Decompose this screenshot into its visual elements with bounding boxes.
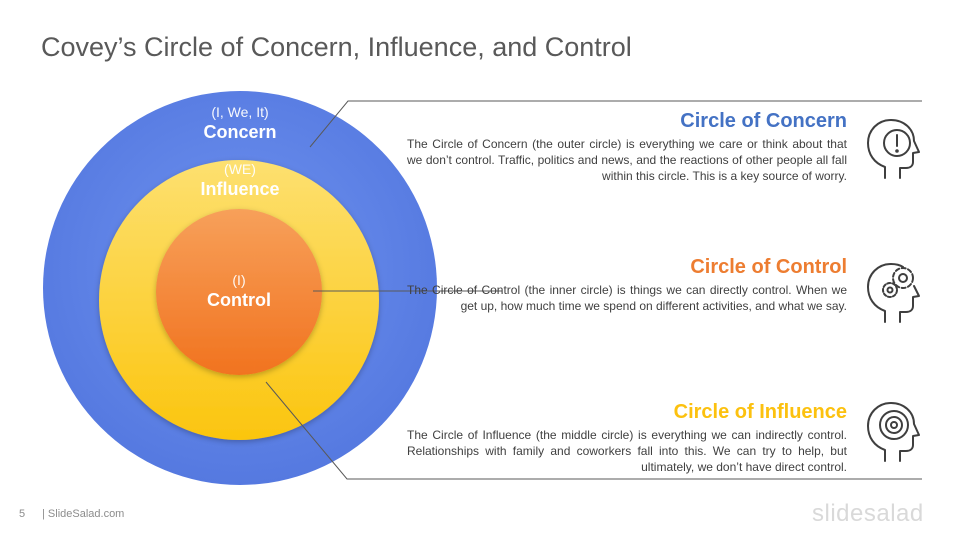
control-heading: Circle of Control xyxy=(690,256,847,278)
concern-circle-sub: (I, We, It) xyxy=(211,104,269,120)
concern-circle-title: Concern xyxy=(203,122,277,142)
control-section: Circle of Control The Circle of Control … xyxy=(407,256,847,314)
concern-heading: Circle of Concern xyxy=(680,110,847,132)
site-credit: | SlideSalad.com xyxy=(42,508,125,520)
concern-description: The Circle of Concern (the outer circle)… xyxy=(407,137,847,183)
concern-circle-label: (I, We, It) Concern xyxy=(180,104,300,143)
influence-connector-line xyxy=(265,381,922,480)
control-circle-sub: (I) xyxy=(232,272,246,288)
influence-circle-sub: (WE) xyxy=(224,161,256,177)
control-circle-label: (I) Control xyxy=(179,272,299,311)
head-target-icon xyxy=(867,402,920,462)
head-exclamation-icon xyxy=(867,119,920,179)
influence-heading: Circle of Influence xyxy=(673,401,847,423)
control-circle-title: Control xyxy=(207,290,271,310)
head-gear-icon xyxy=(867,263,920,323)
influence-description: The Circle of Influence (the middle circ… xyxy=(407,428,847,474)
slidesalad-logo: slidesalad xyxy=(812,500,924,527)
influence-circle-label: (WE) Influence xyxy=(180,161,300,200)
circle-of-control xyxy=(156,209,322,375)
concern-connector-line xyxy=(309,100,922,148)
control-description: The Circle of Control (the inner circle)… xyxy=(407,283,847,313)
influence-section: Circle of Influence The Circle of Influe… xyxy=(407,401,847,475)
influence-circle-title: Influence xyxy=(200,179,280,199)
concern-section: Circle of Concern The Circle of Concern … xyxy=(407,110,847,184)
page-number: 5 xyxy=(19,508,26,520)
slide-title: Covey’s Circle of Concern, Influence, an… xyxy=(41,32,632,62)
